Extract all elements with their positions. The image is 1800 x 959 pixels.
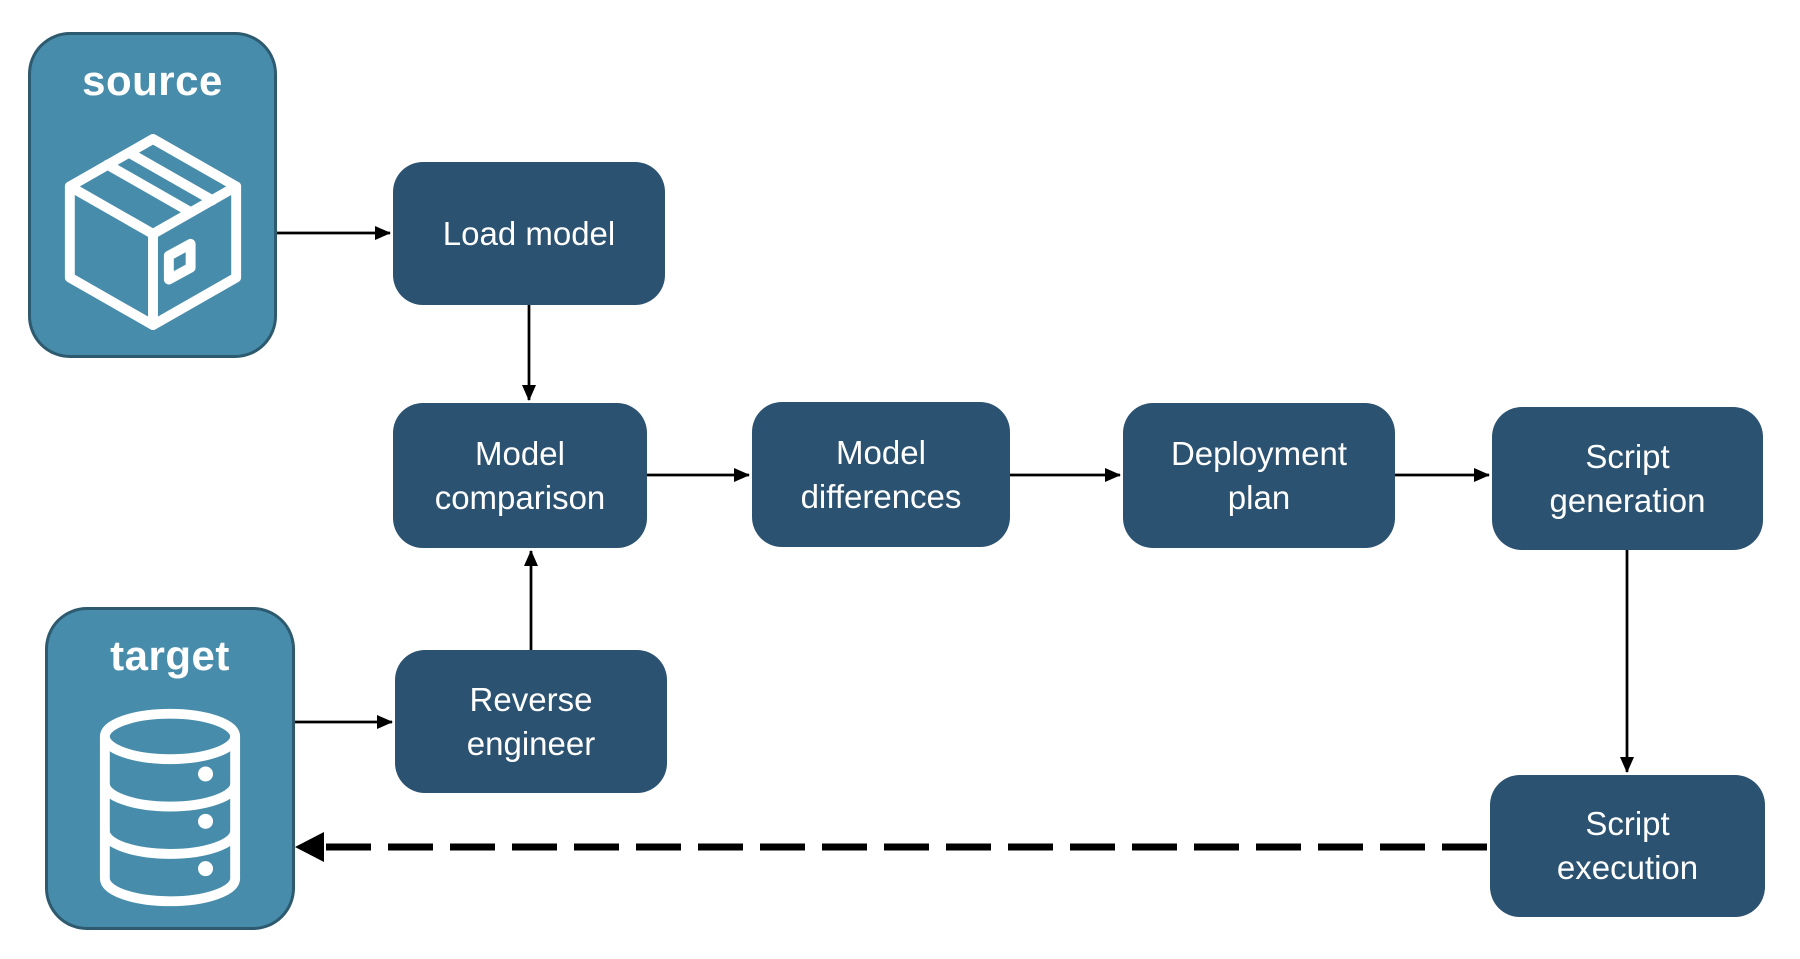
package-icon [64,133,241,331]
node-model-differences: Model differences [752,402,1010,547]
node-reverse-engineer: Reverse engineer [395,650,667,793]
script-generation-label: Script generation [1549,437,1706,519]
node-load-model: Load model [393,162,665,305]
load-model-label: Load model [442,214,616,252]
node-script-generation: Script generation [1492,407,1763,550]
node-target: target [45,607,295,930]
model-differences-label: Model differences [800,433,962,515]
arrow-script-execution-to-target [295,832,1490,862]
reverse-engineer-label: Reverse engineer [466,680,596,762]
node-source: source [28,32,277,358]
source-label: source [82,57,223,104]
database-icon [99,708,241,907]
node-script-execution: Script execution [1490,775,1765,917]
target-label: target [110,632,230,679]
script-execution-label: Script execution [1556,805,1699,886]
node-model-comparison: Model comparison [393,403,647,548]
node-deployment-plan: Deployment plan [1123,403,1395,548]
deployment-plan-label: Deployment plan [1170,434,1348,516]
model-comparison-label: Model comparison [434,434,606,516]
